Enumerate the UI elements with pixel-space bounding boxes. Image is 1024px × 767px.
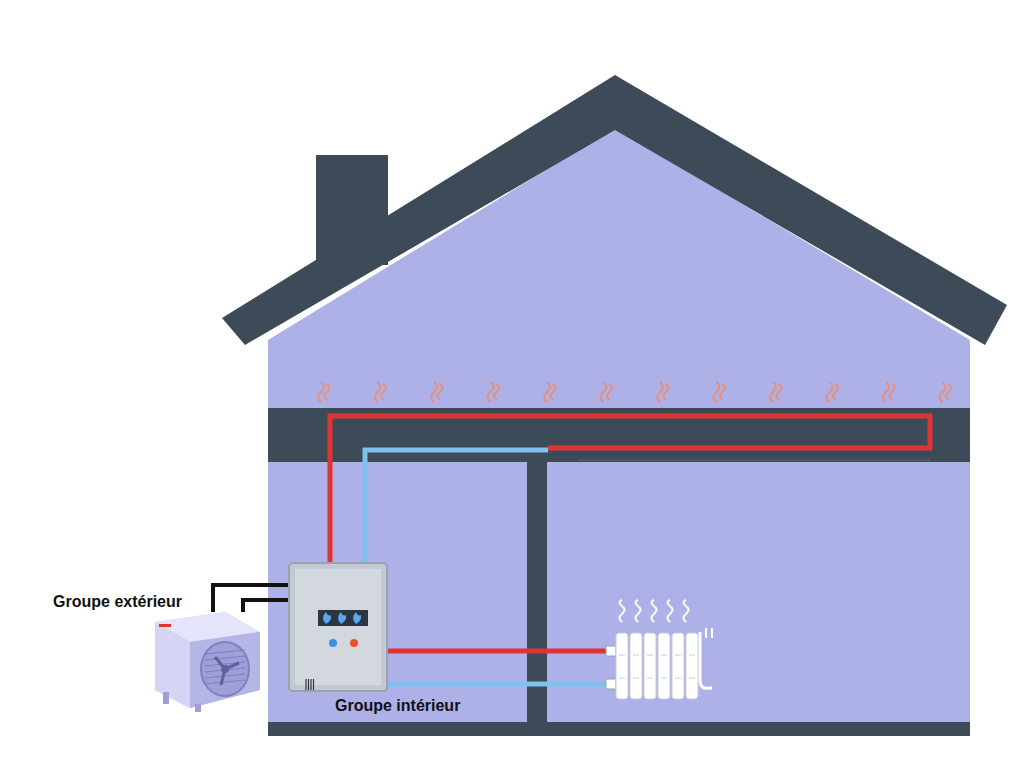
heat-wave <box>668 600 673 622</box>
unit-foot <box>163 692 169 704</box>
heat-wave <box>714 382 720 402</box>
radiator-mark <box>647 655 653 656</box>
flame <box>338 612 346 624</box>
heat-wave <box>431 382 437 402</box>
hot-pipe <box>330 416 930 562</box>
grille-bar <box>205 650 245 654</box>
vent-slot <box>313 679 314 690</box>
hot-indicator <box>350 639 358 647</box>
radiator-column <box>672 633 684 699</box>
heat-wave <box>551 384 556 400</box>
radiator-mark <box>661 655 667 656</box>
heat-wave <box>777 384 782 400</box>
heat-wave <box>883 382 889 402</box>
heat-wave <box>601 382 607 402</box>
radiator-mark <box>689 678 695 679</box>
unit-panel <box>295 569 381 685</box>
heat-wave <box>607 384 612 400</box>
unit-drawing <box>288 562 388 692</box>
radiator <box>606 628 712 699</box>
cold-pipe <box>365 450 548 562</box>
heat-wave <box>652 600 657 622</box>
house-wall <box>268 128 970 735</box>
heat-wave <box>890 384 895 400</box>
burner-window <box>318 610 368 626</box>
radiator-column <box>686 633 698 699</box>
heat-wave <box>318 382 324 402</box>
unit-foot <box>195 704 201 712</box>
heat-wave <box>375 382 381 402</box>
ground-slab <box>268 722 970 736</box>
unit-label: Groupe extérieur <box>53 592 182 612</box>
flame <box>353 612 361 624</box>
unit-label: Groupe intérieur <box>335 696 460 716</box>
heat-wave <box>827 382 833 402</box>
outdoor-unit: Groupe extérieur <box>155 612 263 712</box>
radiator-column <box>616 633 628 699</box>
unit-side <box>155 622 190 708</box>
vent-slot <box>310 679 311 690</box>
radiator-mark <box>619 655 625 656</box>
radiator-heat <box>620 600 689 622</box>
vent-slot <box>305 679 306 690</box>
radiator-mark <box>633 678 639 679</box>
heat-waves <box>318 382 951 402</box>
heat-wave <box>720 384 725 400</box>
radiator-column <box>644 633 656 699</box>
radiator-mark <box>675 678 681 679</box>
heat-wave <box>636 600 641 622</box>
wall-pillar <box>527 462 547 727</box>
heat-wave <box>381 384 386 400</box>
heat-wave <box>488 382 494 402</box>
flame <box>323 612 331 624</box>
heat-wave <box>544 382 550 402</box>
radiator-mark <box>689 655 695 656</box>
slab-line <box>578 460 930 461</box>
heat-wave <box>657 382 663 402</box>
heat-wave <box>438 384 443 400</box>
heat-wave <box>770 382 776 402</box>
grille-bar <box>205 656 245 660</box>
radiator-mark <box>661 678 667 679</box>
unit-front <box>190 632 260 708</box>
unit-body <box>155 612 260 708</box>
heat-wave <box>946 384 951 400</box>
heat-wave <box>833 384 838 400</box>
heat-wave <box>620 600 625 622</box>
heat-wave <box>684 600 689 622</box>
fan-grille <box>201 642 249 696</box>
radiator-mark <box>675 655 681 656</box>
radiator-column <box>630 633 642 699</box>
radiator-mark <box>619 678 625 679</box>
roof <box>222 75 1007 345</box>
fan-hub <box>221 665 229 673</box>
unit-casing <box>289 563 387 691</box>
radiator-mark <box>647 678 653 679</box>
heat-wave <box>325 384 330 400</box>
fan-blade <box>215 657 239 685</box>
heat-wave <box>664 384 669 400</box>
heat-wave <box>940 382 946 402</box>
radiator-column <box>658 633 670 699</box>
heat-wave <box>494 384 499 400</box>
hot-pipe <box>388 649 612 654</box>
vent-slot <box>308 679 309 690</box>
grille-bar <box>205 680 245 684</box>
unit-badge <box>159 624 171 627</box>
radiator-mark <box>633 655 639 656</box>
cold-indicator <box>329 639 337 647</box>
refrigerant-line <box>213 585 288 612</box>
cold-pipe <box>388 682 612 687</box>
indoor-unit: Groupe intérieur <box>288 562 388 692</box>
unit-drawing <box>155 612 263 712</box>
